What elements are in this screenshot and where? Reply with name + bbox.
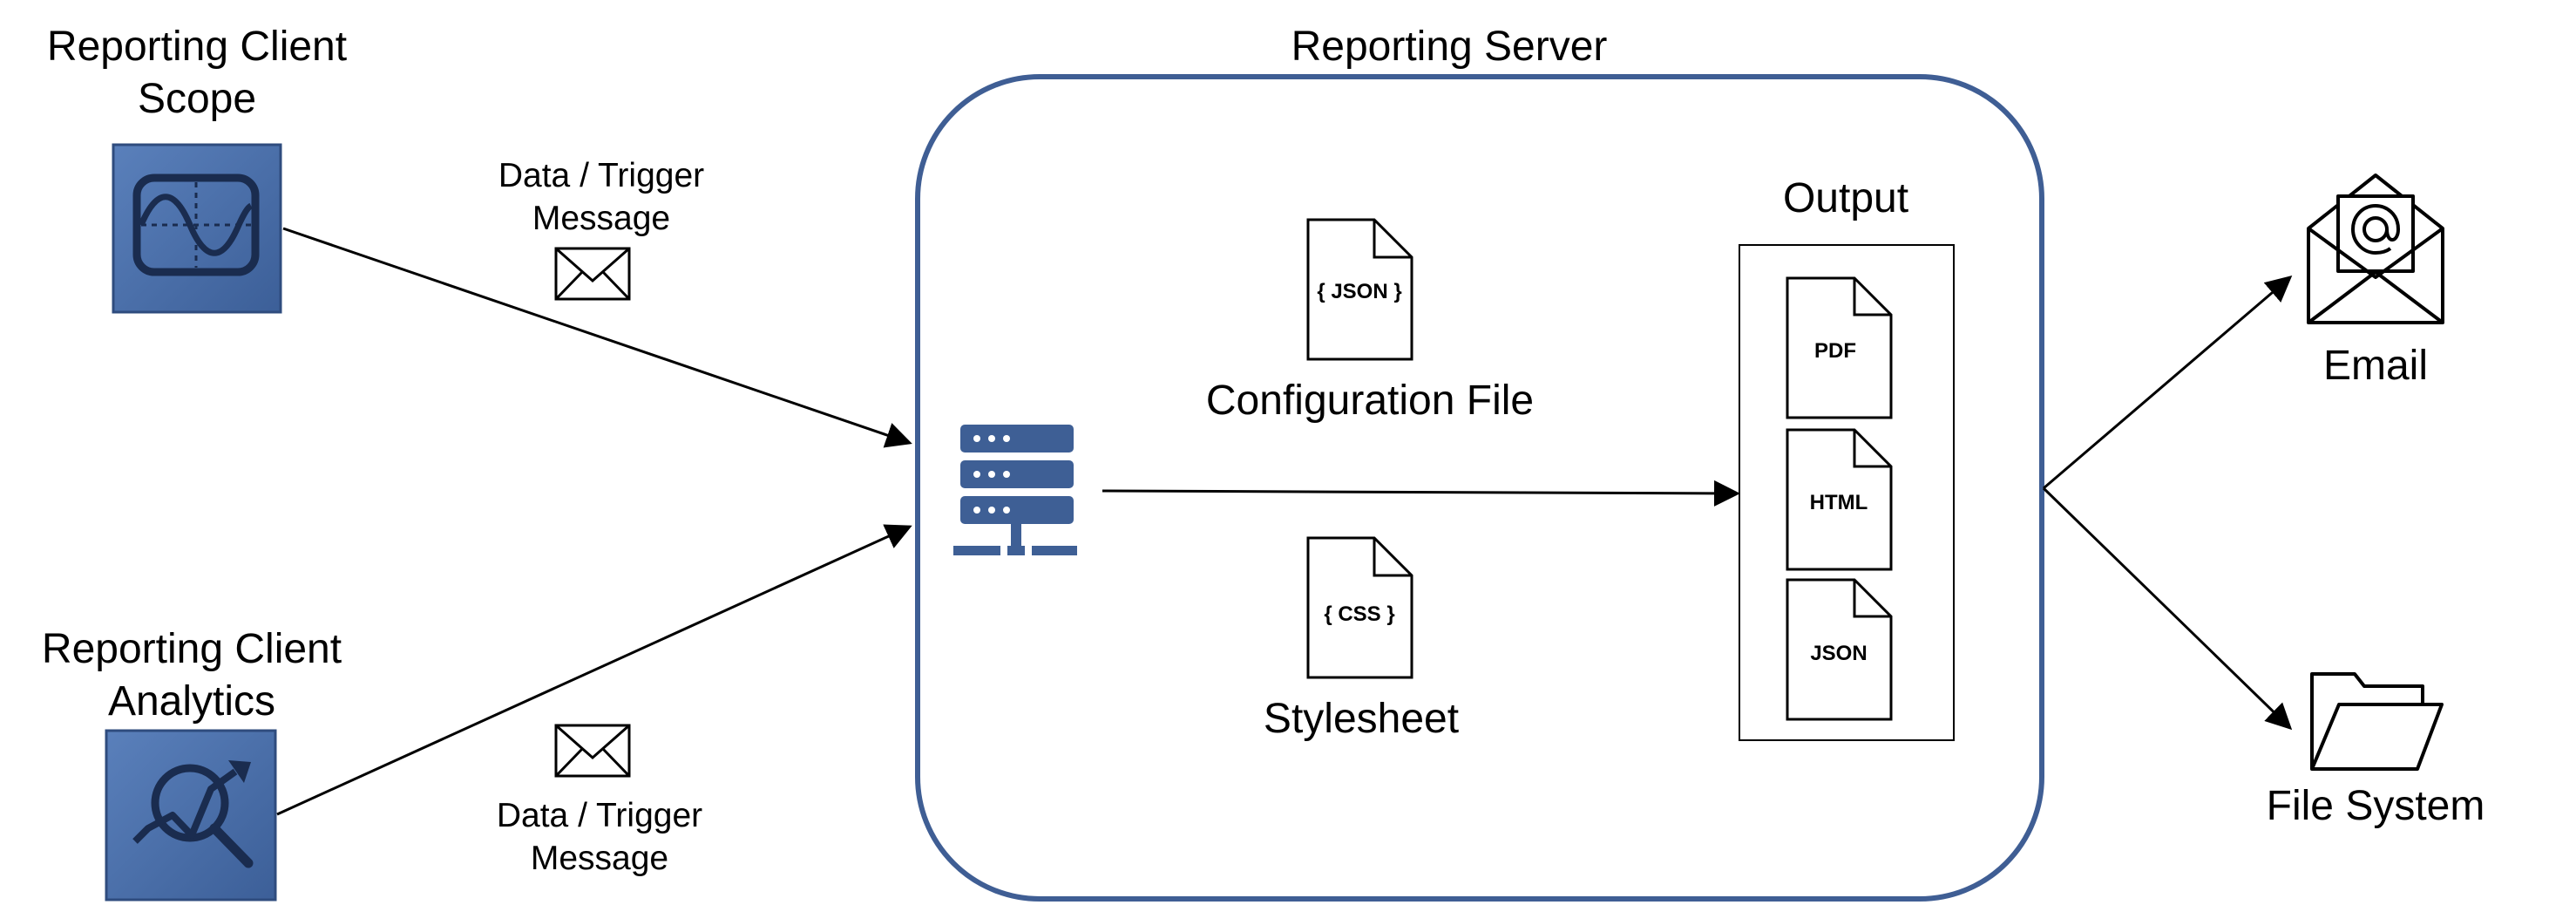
- output-title: Output: [1782, 175, 1909, 221]
- config-json-document-icon: [1306, 218, 1413, 361]
- reporting-server-title: Reporting Server: [1291, 24, 1608, 70]
- envelope-icon: [554, 247, 631, 301]
- arrow-scope-to-server: [282, 227, 912, 448]
- arrow-analytics-to-server: [276, 524, 912, 816]
- analytics-client-label-line2: Analytics: [107, 678, 276, 725]
- configuration-file-label: Configuration File: [1205, 378, 1535, 424]
- message-label-bottom-line1: Data / Trigger: [496, 797, 703, 834]
- stylesheet-css-document-icon: [1306, 536, 1413, 679]
- analytics-client-label: Reporting Client Analytics: [17, 623, 366, 728]
- message-label-top-line2: Message: [532, 199, 671, 237]
- scope-client-label-line1: Reporting Client: [46, 24, 348, 70]
- stylesheet-css-doc-text: { CSS }: [1324, 602, 1394, 626]
- envelope-icon: [554, 724, 631, 778]
- scope-client-label: Reporting Client Scope: [23, 21, 371, 126]
- stylesheet-label: Stylesheet: [1263, 696, 1460, 742]
- message-label-bottom-line2: Message: [530, 839, 669, 877]
- output-file-label-json: JSON: [1810, 642, 1867, 665]
- config-json-doc-text: { JSON }: [1317, 280, 1401, 303]
- analytics-icon: [105, 729, 277, 902]
- arrow-server-to-output: [1102, 480, 1740, 507]
- email-label: Email: [2322, 343, 2429, 389]
- message-label-top-line1: Data / Trigger: [498, 157, 705, 194]
- analytics-client-label-line1: Reporting Client: [41, 626, 342, 672]
- output-file-label-html: HTML: [1810, 491, 1868, 514]
- file-system-label: File System: [2266, 783, 2485, 829]
- json-document-icon: [1786, 578, 1893, 721]
- pdf-document-icon: [1786, 276, 1893, 419]
- message-label-top: Data / Trigger Message: [471, 155, 732, 241]
- email-icon: [2307, 174, 2444, 324]
- arrow-server-to-email: [2043, 276, 2293, 490]
- folder-icon: [2310, 672, 2444, 771]
- oscilloscope-icon: [112, 143, 282, 314]
- message-label-bottom: Data / Trigger Message: [469, 795, 730, 881]
- server-icon: [953, 425, 1077, 555]
- arrow-server-to-filesystem: [2042, 487, 2293, 731]
- reporting-server-container: [915, 74, 2044, 902]
- output-file-label-pdf: PDF: [1814, 339, 1856, 363]
- scope-client-label-line2: Scope: [137, 76, 257, 122]
- html-document-icon: [1786, 428, 1893, 571]
